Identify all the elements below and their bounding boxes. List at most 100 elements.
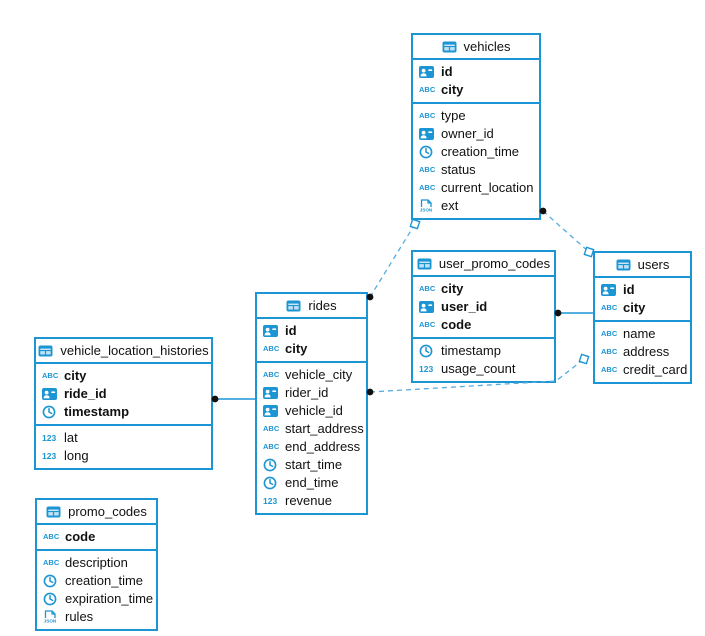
field-label: rider_id	[285, 385, 329, 400]
field-label: start_time	[285, 457, 343, 472]
field-label: city	[441, 82, 464, 97]
key-field-row-id[interactable]: id	[595, 281, 690, 299]
field-label: city	[623, 300, 646, 315]
clock-icon	[263, 476, 280, 490]
field-label: code	[65, 529, 96, 544]
table-header-vehicle_location_histories[interactable]: vehicle_location_histories	[36, 339, 211, 364]
svg-text:JSON: JSON	[44, 618, 57, 623]
relationship-line-vehicles-rides[interactable]	[369, 223, 416, 298]
field-row-timestamp[interactable]: timestamp	[413, 342, 554, 360]
text-icon: ABC	[419, 320, 436, 329]
field-label: usage_count	[441, 361, 516, 376]
field-row-address[interactable]: ABC address	[595, 343, 690, 361]
key-field-row-id[interactable]: id	[257, 322, 366, 340]
table-header-users[interactable]: users	[595, 253, 690, 278]
field-label: address	[623, 344, 670, 359]
field-row-credit_card[interactable]: ABC credit_card	[595, 361, 690, 379]
field-label: current_location	[441, 180, 534, 195]
field-label: end_address	[285, 439, 361, 454]
number-icon: 123	[263, 496, 278, 506]
table-icon	[46, 506, 63, 518]
table-header-rides[interactable]: rides	[257, 294, 366, 319]
text-icon: ABC	[419, 284, 436, 293]
field-label: id	[623, 282, 635, 297]
text-icon: ABC	[601, 329, 618, 338]
text-icon: ABC	[601, 365, 618, 374]
field-row-start_time[interactable]: start_time	[257, 456, 366, 474]
field-label: long	[64, 448, 89, 463]
field-row-vehicle_id[interactable]: vehicle_id	[257, 402, 366, 420]
id-badge-icon	[42, 388, 59, 400]
field-row-owner_id[interactable]: owner_id	[413, 125, 539, 143]
table-icon	[417, 258, 434, 270]
table-name: promo_codes	[68, 504, 147, 519]
relationship-square-marker	[578, 353, 590, 365]
relationship-line-vehicles-users[interactable]	[542, 210, 590, 253]
table-name: rides	[308, 298, 337, 313]
clock-icon	[263, 458, 280, 472]
field-label: revenue	[285, 493, 332, 508]
id-badge-icon	[601, 284, 618, 296]
field-label: city	[285, 341, 308, 356]
field-row-end_time[interactable]: end_time	[257, 474, 366, 492]
table-icon	[286, 300, 303, 312]
id-badge-icon	[263, 325, 280, 337]
text-icon: ABC	[43, 558, 60, 567]
key-field-row-user_id[interactable]: user_id	[413, 298, 554, 316]
field-label: creation_time	[65, 573, 144, 588]
table-header-vehicles[interactable]: vehicles	[413, 35, 539, 60]
table-name: user_promo_codes	[438, 256, 551, 271]
field-label: vehicle_city	[285, 367, 353, 382]
relationship-square-marker	[409, 218, 421, 230]
key-field-row-id[interactable]: id	[413, 63, 539, 81]
field-row-creation_time[interactable]: creation_time	[413, 143, 539, 161]
text-icon: ABC	[601, 347, 618, 356]
key-field-row-ride_id[interactable]: ride_id	[36, 385, 211, 403]
field-row-creation_time[interactable]: creation_time	[37, 572, 156, 590]
field-row-expiration_time[interactable]: expiration_time	[37, 590, 156, 608]
field-row-rider_id[interactable]: rider_id	[257, 384, 366, 402]
table-header-promo_codes[interactable]: promo_codes	[37, 500, 156, 525]
key-field-row-timestamp[interactable]: timestamp	[36, 403, 211, 421]
field-label: credit_card	[623, 362, 688, 377]
field-label: lat	[64, 430, 78, 445]
field-label: status	[441, 162, 476, 177]
field-label: start_address	[285, 421, 364, 436]
field-label: ride_id	[64, 386, 107, 401]
field-row-revenue[interactable]: 123 revenue	[257, 492, 366, 510]
clock-icon	[43, 592, 60, 606]
field-label: creation_time	[441, 144, 520, 159]
table-header-user_promo_codes[interactable]: user_promo_codes	[413, 252, 554, 277]
